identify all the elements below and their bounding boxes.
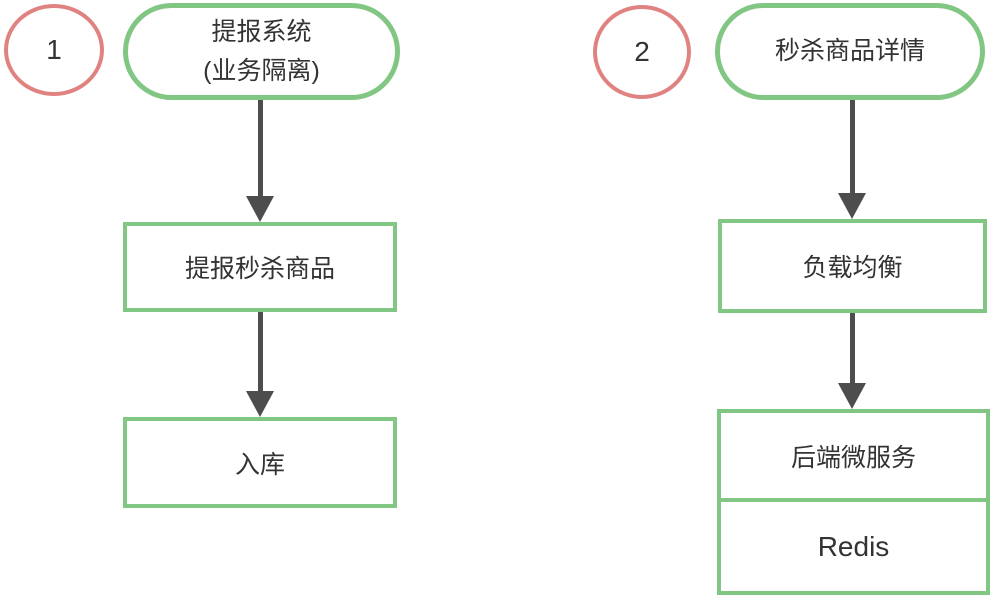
- flow2-redis-row: Redis: [721, 502, 986, 591]
- flow2-backend-service-label: 后端微服务: [790, 443, 916, 472]
- flow1-badge-number: 1: [46, 34, 62, 65]
- flow1-step1-label: 提报秒杀商品: [184, 255, 335, 283]
- arrowhead-down-icon: [246, 391, 274, 417]
- flow1-down-arrow-1: [246, 100, 274, 222]
- flow1-step2-label: 入库: [234, 450, 285, 479]
- arrow-shaft: [849, 313, 855, 383]
- flow1-number-badge: 1: [4, 4, 104, 96]
- flow1-start-line2: (业务隔离): [203, 56, 320, 85]
- flow1-start-line1: 提报系统: [211, 17, 312, 46]
- arrowhead-down-icon: [838, 383, 866, 409]
- flow2-down-arrow-2: [838, 313, 866, 409]
- arrow-shaft: [257, 100, 263, 196]
- flow2-step1-label: 负载均衡: [802, 254, 903, 282]
- flow2-down-arrow-1: [838, 100, 866, 219]
- flow2-redis-label: Redis: [817, 530, 890, 562]
- flow1-step-warehouse-box: 入库: [123, 417, 397, 508]
- flow2-backend-stack-box: 后端微服务 Redis: [717, 409, 990, 595]
- flow2-badge-number: 2: [634, 36, 650, 67]
- flow2-number-badge: 2: [593, 5, 691, 99]
- flow1-start-node: 提报系统 (业务隔离): [123, 3, 400, 100]
- flow1-down-arrow-2: [246, 312, 274, 417]
- arrow-shaft: [257, 312, 263, 391]
- flow2-step-loadbalancer-box: 负载均衡: [718, 219, 987, 313]
- flow2-start-node: 秒杀商品详情: [715, 3, 985, 100]
- flow1-step-submit-seckill-box: 提报秒杀商品: [123, 222, 397, 312]
- flow2-backend-service-row: 后端微服务: [721, 413, 986, 502]
- flow2-start-line1: 秒杀商品详情: [774, 37, 925, 65]
- arrowhead-down-icon: [838, 193, 866, 219]
- arrow-shaft: [849, 100, 855, 193]
- arrowhead-down-icon: [246, 196, 274, 222]
